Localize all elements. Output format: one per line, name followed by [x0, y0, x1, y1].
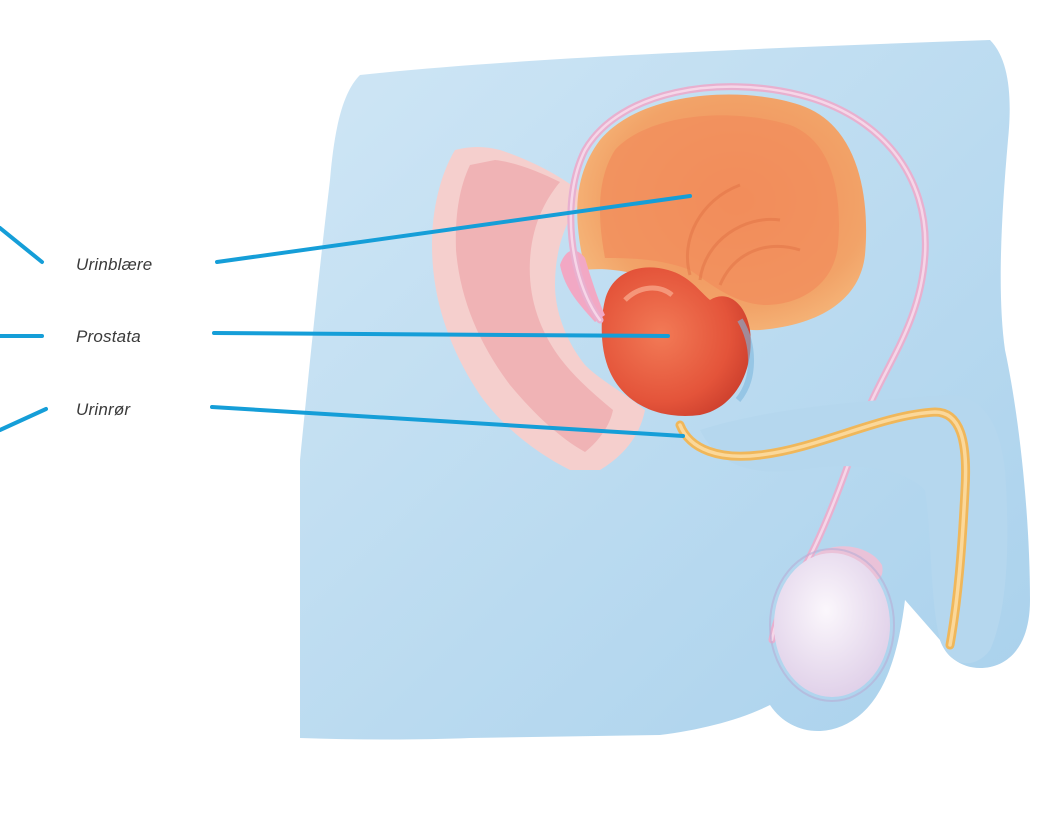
leader-line-bladder-left [0, 228, 42, 262]
label-bladder: Urinblære [76, 255, 152, 275]
leader-line-urethra-left [0, 409, 46, 430]
label-prostate: Prostata [76, 327, 141, 347]
label-urethra: Urinrør [76, 400, 130, 420]
testis [774, 553, 890, 697]
